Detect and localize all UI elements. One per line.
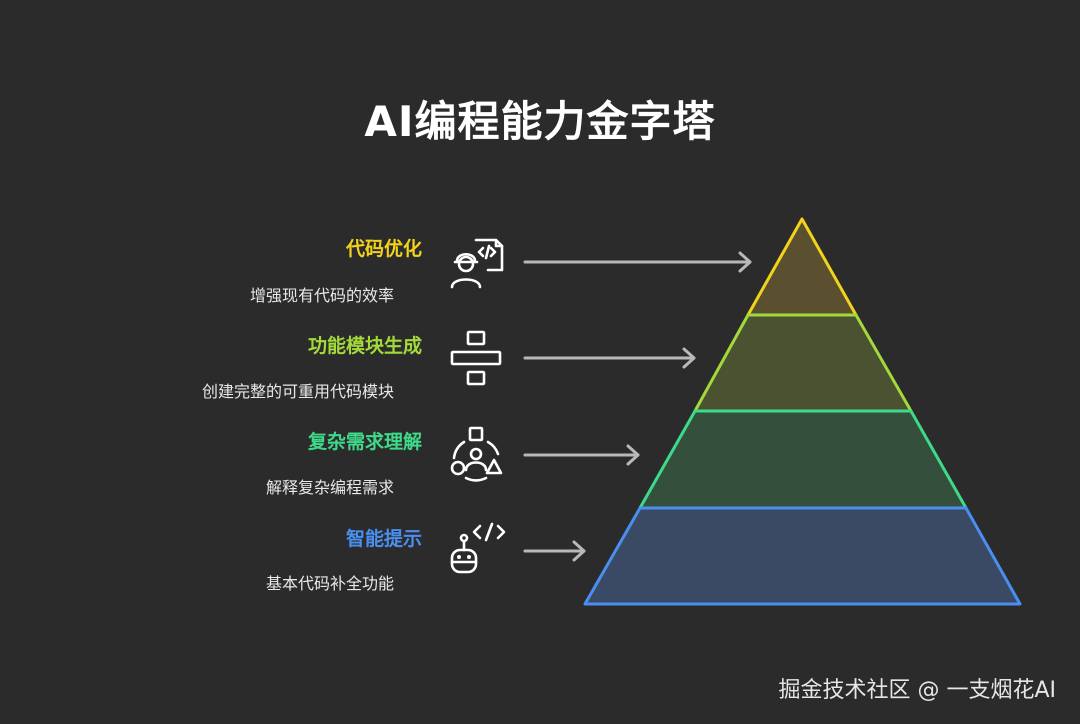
pyramid-level-3 [638,409,968,510]
level-4-desc: 基本代码补全功能 [265,574,394,593]
robot-code-icon [450,522,506,574]
pyramid-level-2 [693,313,913,413]
module-stack-icon [450,330,502,386]
pyramid-level-1 [746,217,858,317]
level-2-desc: 创建完整的可重用代码模块 [201,382,394,401]
level-3-desc: 解释复杂编程需求 [265,478,394,497]
level-4-title: 智能提示 [345,528,422,550]
watermark: 掘金技术社区 @ 一支烟花AI [778,678,1056,703]
level-3-title: 复杂需求理解 [307,431,422,453]
level-2-arrow [523,347,696,369]
shapes-person-icon [450,426,503,482]
level-1-arrow [523,251,752,273]
level-1-title: 代码优化 [345,238,422,260]
coder-icon [450,238,504,289]
diagram-title: AI编程能力金字塔 [364,97,716,146]
level-3-arrow [523,444,640,466]
level-4-arrow [523,540,586,562]
pyramid-level-4 [583,506,1022,606]
level-2-title: 功能模块生成 [307,335,422,357]
level-1-desc: 增强现有代码的效率 [249,286,394,305]
